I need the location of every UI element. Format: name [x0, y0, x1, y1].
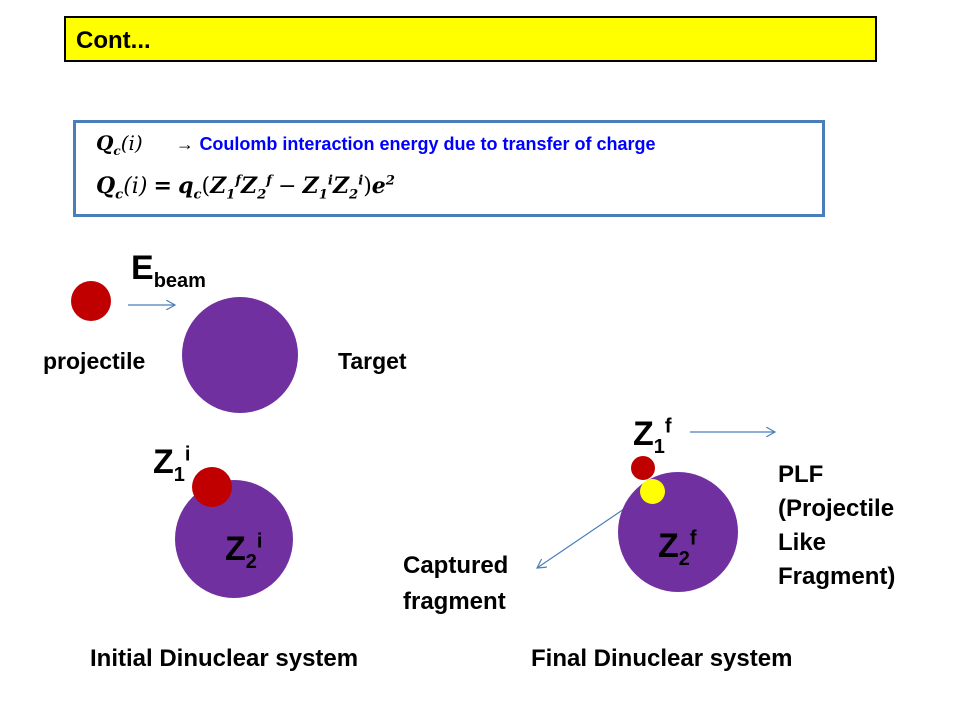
z2i-term: Z2i [332, 173, 364, 203]
initial-z1-label: Z1i [153, 443, 191, 486]
plf-label: PLF (Projectile Like Fragment) [778, 461, 896, 590]
formula-line-1: Qc(i) → Coulomb interaction energy due t… [96, 131, 656, 158]
formula-box: Qc(i) → Coulomb interaction energy due t… [73, 120, 825, 217]
initial-z2-label: Z2i [225, 530, 263, 573]
final-z1-nucleus [631, 456, 655, 480]
arrow-icon: → [175, 134, 194, 154]
captured-fragment-circle [640, 479, 665, 504]
coulomb-definition: Coulomb interaction energy due to transf… [199, 134, 656, 154]
qc-symbol: Qc [96, 131, 121, 158]
title-banner: Cont... [64, 16, 877, 62]
slide-title: Cont... [76, 27, 151, 54]
final-z2-nucleus [618, 472, 738, 592]
final-system-caption: Final Dinuclear system [531, 645, 793, 672]
projectile-label: projectile [43, 348, 146, 374]
z1f-term: Z1f [210, 173, 242, 203]
projectile-circle [71, 281, 111, 321]
target-label: Target [338, 348, 407, 374]
formula-line-2: Qc(i) = qc(Z1fZ2f − Z1iZ2i)e2 [96, 173, 395, 203]
final-z1-label: Z1f [633, 415, 672, 458]
z2f-term: Z2f [241, 173, 272, 203]
qc-argument: (i) [120, 131, 143, 155]
initial-z1-nucleus [192, 467, 232, 507]
beam-energy-label: Ebeam [131, 249, 206, 292]
initial-system-caption: Initial Dinuclear system [90, 645, 359, 672]
captured-fragment-label: Captured fragment [403, 552, 509, 615]
target-circle [182, 297, 298, 413]
initial-z2-nucleus [175, 480, 293, 598]
equals-sign: = [153, 173, 172, 199]
z1i-term: Z1i [302, 173, 333, 203]
final-z2-label: Z2f [658, 527, 697, 570]
